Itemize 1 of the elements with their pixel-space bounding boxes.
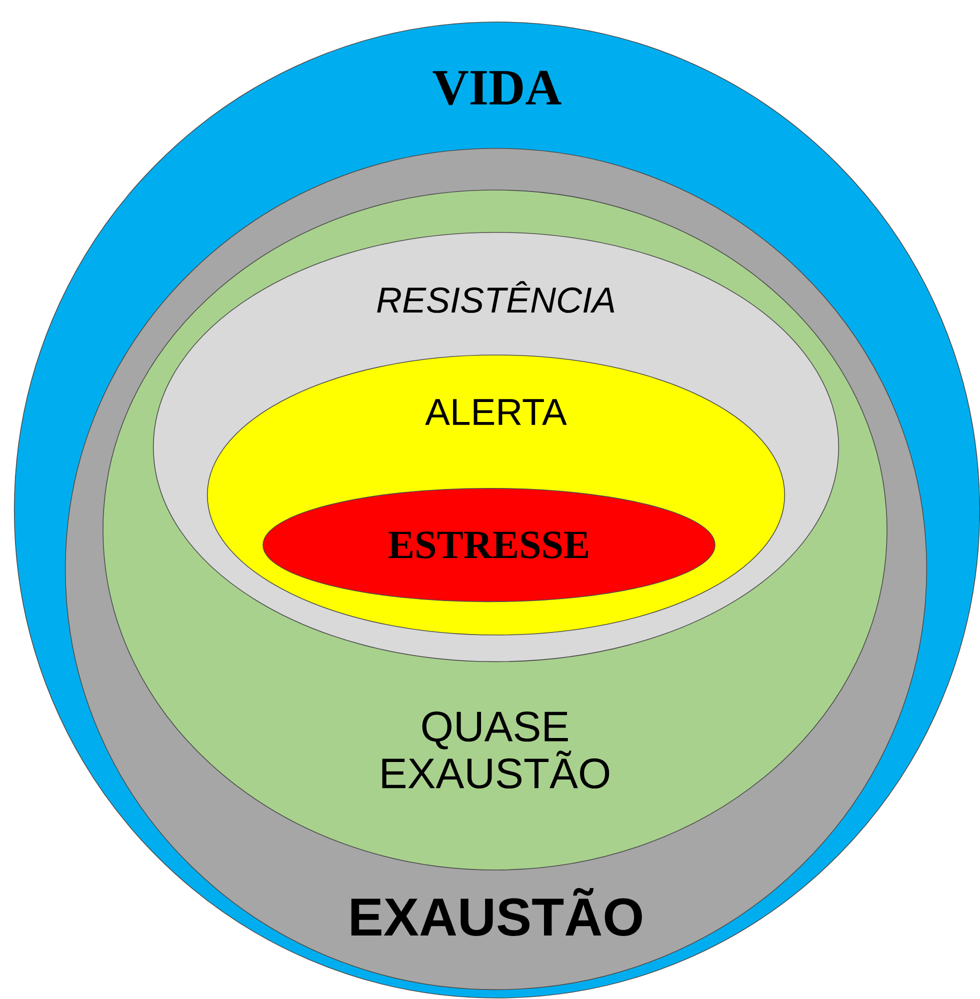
- ellipse-region: ESTRESSE: [262, 488, 716, 602]
